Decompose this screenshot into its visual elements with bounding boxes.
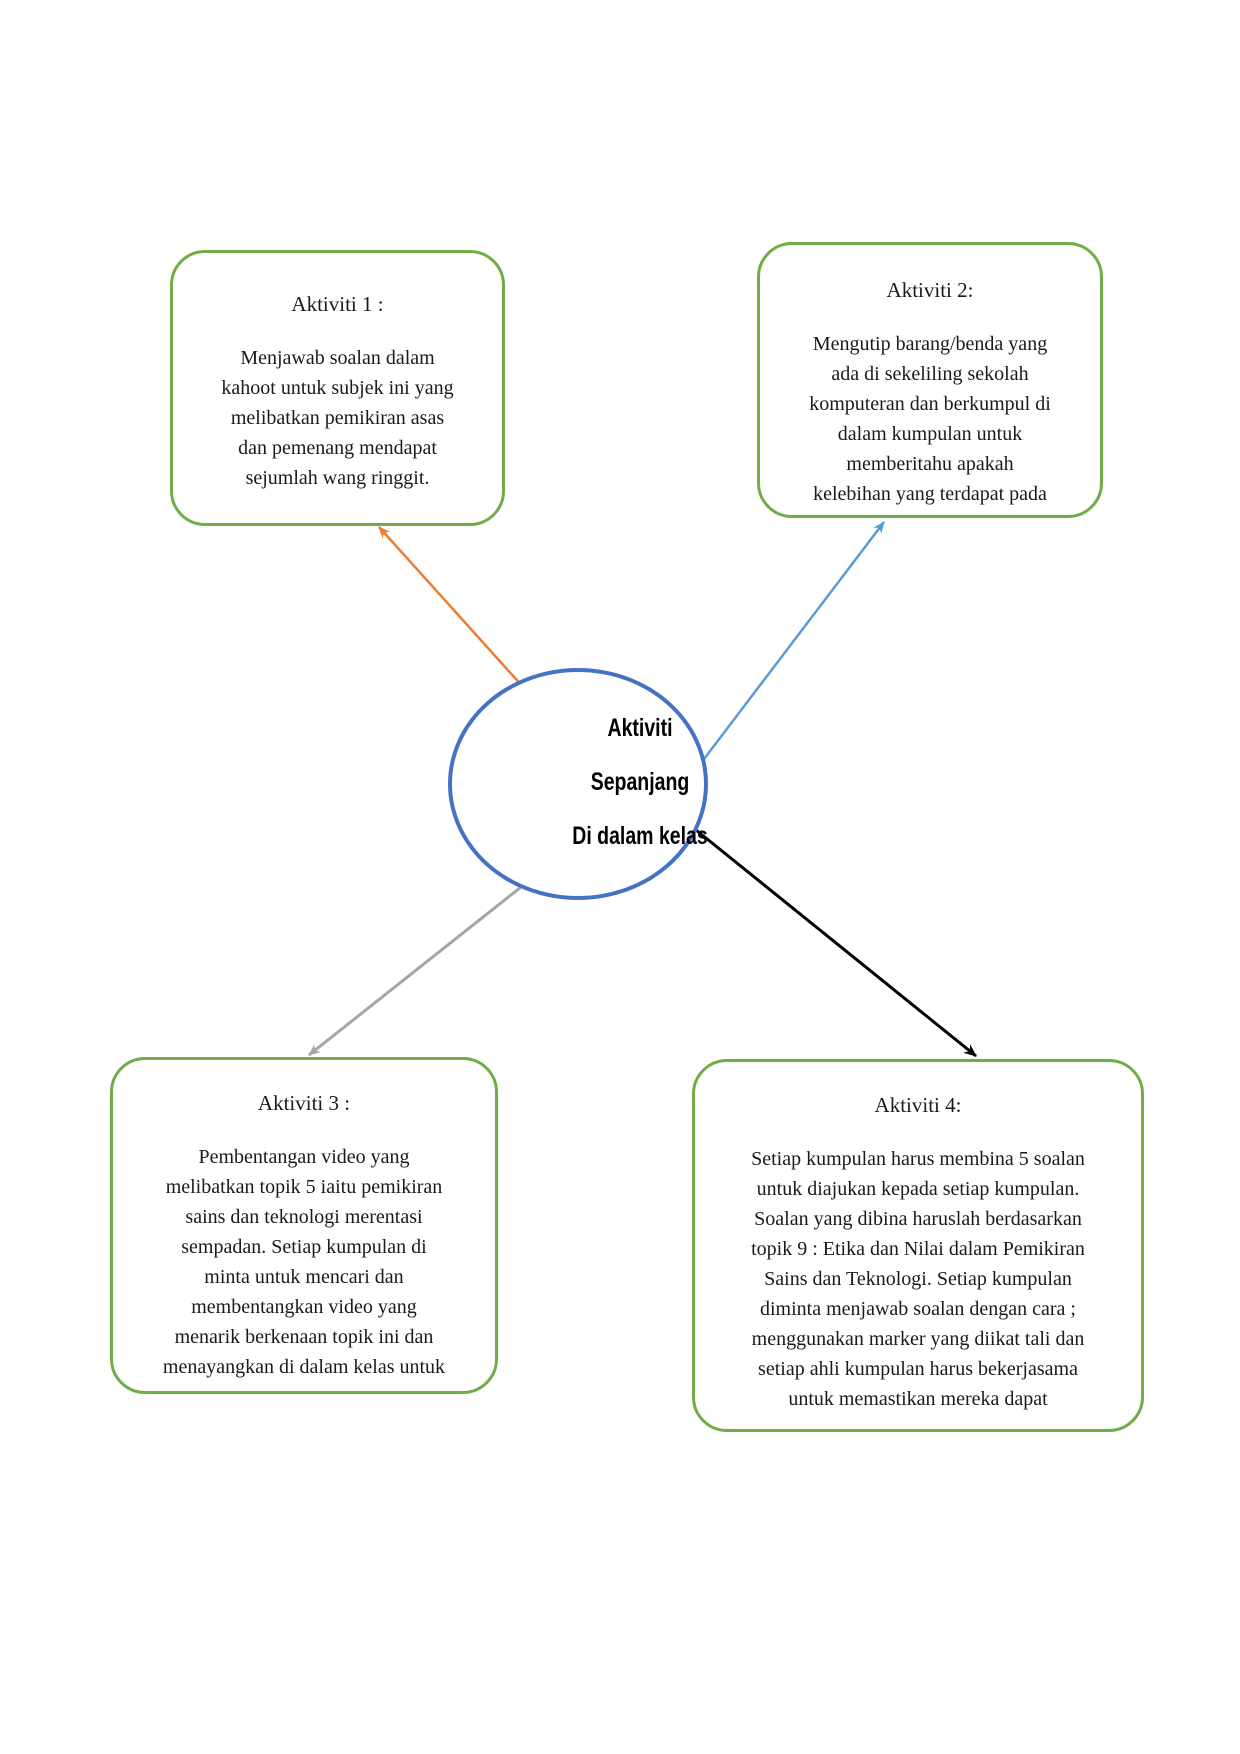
center-line-2: Sepanjang [590, 768, 690, 796]
center-ellipse-text: Aktiviti Sepanjang Di dalam kelas [510, 716, 770, 878]
aktiviti-3-title: Aktiviti 3 : [257, 1091, 351, 1115]
aktiviti-3-box: Aktiviti 3 : Pembentangan video yang mel… [110, 1057, 498, 1394]
aktiviti-1-body: Menjawab soalan dalam kahoot untuk subje… [221, 347, 454, 489]
aktiviti-4-box: Aktiviti 4: Setiap kumpulan harus membin… [692, 1059, 1144, 1432]
aktiviti-1-title: Aktiviti 1 : [291, 292, 384, 316]
center-line-1: Aktiviti [607, 714, 673, 742]
aktiviti-4-body: Setiap kumpulan harus membina 5 soalan u… [751, 1148, 1085, 1410]
aktiviti-1-box: Aktiviti 1 : Menjawab soalan dalam kahoo… [170, 250, 505, 526]
aktiviti-2-box: Aktiviti 2: Mengutip barang/benda yang a… [757, 242, 1103, 518]
arrow-to-aktiviti-3 [308, 870, 541, 1057]
center-ellipse [448, 668, 708, 900]
aktiviti-2-title: Aktiviti 2: [886, 278, 974, 302]
aktiviti-4-title: Aktiviti 4: [874, 1093, 962, 1117]
aktiviti-3-body: Pembentangan video yang melibatkan topik… [162, 1146, 446, 1378]
aktiviti-2-body: Mengutip barang/benda yang ada di sekeli… [809, 333, 1051, 505]
center-line-3: Di dalam kelas [572, 822, 708, 850]
